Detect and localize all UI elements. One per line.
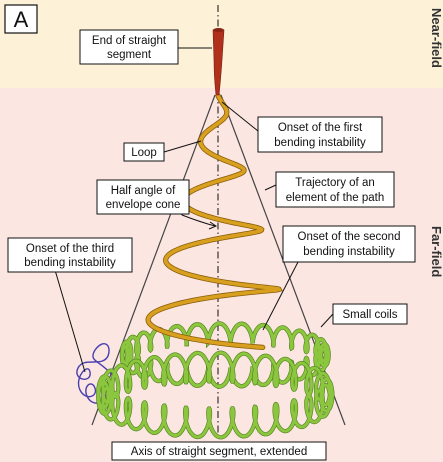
onset-third-line2: bending instability	[24, 257, 116, 269]
trajectory-line1: Trajectory of an	[295, 177, 374, 189]
end-of-straight-line1: End of straight	[92, 35, 167, 47]
half-angle-line2: envelope cone	[106, 199, 181, 211]
end-of-straight-line2: segment	[107, 49, 152, 61]
near-field-label: Near-field	[429, 8, 443, 68]
trajectory-line2: element of the path	[286, 192, 384, 204]
onset-first-line1: Onset of the first	[278, 122, 363, 134]
axis-text: Axis of straight segment, extended	[131, 446, 307, 458]
half-angle-line1: Half angle of	[111, 185, 176, 197]
straight-segment-tip	[213, 28, 224, 32]
label-trajectory: Trajectory of an element of the path	[276, 172, 394, 207]
label-half-angle: Half angle of envelope cone	[97, 180, 189, 214]
label-axis: Axis of straight segment, extended	[112, 442, 326, 460]
far-field-label: Far-field	[429, 226, 443, 277]
small-coils-text: Small coils	[343, 309, 398, 321]
onset-second-line2: bending instability	[303, 246, 395, 258]
label-small-coils: Small coils	[333, 304, 407, 324]
label-onset-third-bending: Onset of the third bending instability	[8, 238, 132, 272]
onset-first-line2: bending instability	[274, 137, 366, 149]
label-end-of-straight-segment: End of straight segment	[80, 30, 178, 64]
onset-second-line1: Onset of the second	[298, 231, 401, 243]
panel-letter: A	[14, 7, 29, 32]
onset-third-line1: Onset of the third	[26, 243, 114, 255]
loop-text: Loop	[131, 147, 157, 159]
label-onset-first-bending: Onset of the first bending instability	[258, 117, 382, 152]
label-onset-second-bending: Onset of the second bending instability	[283, 226, 415, 262]
label-loop: Loop	[124, 143, 164, 161]
